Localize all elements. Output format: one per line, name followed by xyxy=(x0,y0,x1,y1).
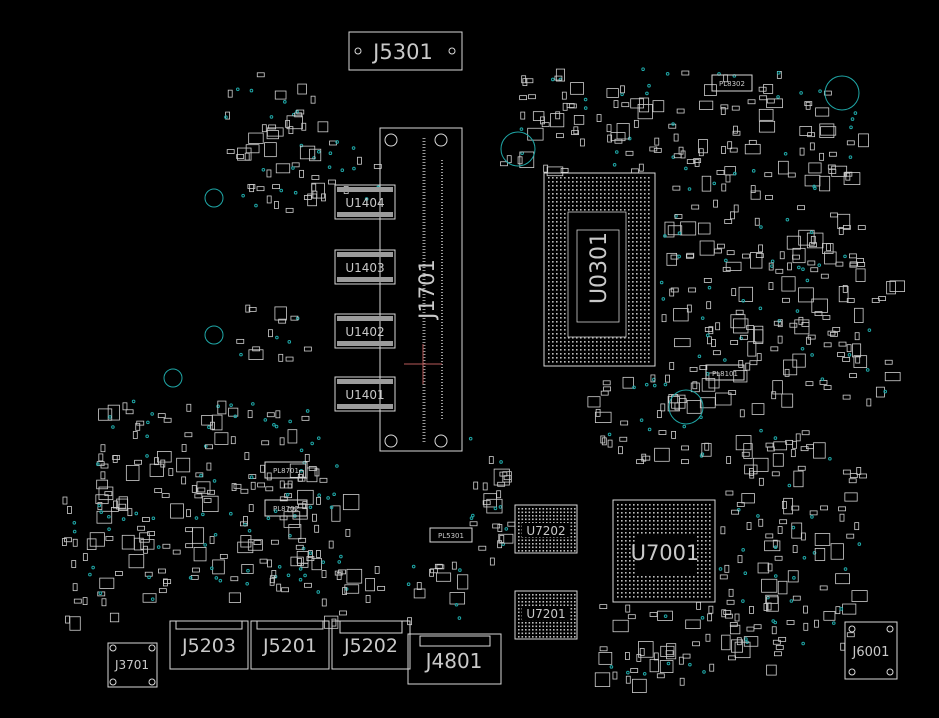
connector-j5301: J5301 xyxy=(348,31,463,71)
inductor-pl5301: PL5301 xyxy=(429,527,473,543)
label-u1404: U1404 xyxy=(345,196,384,210)
inductor-pl8101: PL8101 xyxy=(705,364,745,381)
label-j5202: J5202 xyxy=(343,635,398,657)
label-pl8702: PL8702 xyxy=(273,505,299,513)
component-scatter xyxy=(61,67,905,693)
chip-u1404: U1404 xyxy=(334,184,396,220)
label-u7201: U7201 xyxy=(526,607,565,621)
label-pl8302: PL8302 xyxy=(719,80,745,88)
chip-u7001: U7001 xyxy=(612,499,716,603)
label-j6001: J6001 xyxy=(852,645,890,660)
label-u7001: U7001 xyxy=(631,541,700,565)
label-u1402: U1402 xyxy=(345,325,384,339)
connector-j5203: J5203 xyxy=(169,620,249,670)
inductor-pl8702: PL8702 xyxy=(264,499,308,517)
label-u1401: U1401 xyxy=(345,388,384,402)
label-pl8701: PL8701 xyxy=(273,467,299,475)
connector-j6001: J6001 xyxy=(844,621,898,680)
inductor-pl8302: PL8302 xyxy=(711,74,753,92)
label-u0301: U0301 xyxy=(587,232,612,304)
label-pl8101: PL8101 xyxy=(712,370,738,378)
label-u1403: U1403 xyxy=(345,261,384,275)
chip-u1402: U1402 xyxy=(334,313,396,349)
label-j5301: J5301 xyxy=(371,40,433,64)
connector-j5201: J5201 xyxy=(250,620,330,670)
connector-j5202: J5202 xyxy=(331,620,411,670)
chip-u7202: U7202 xyxy=(514,504,578,554)
chip-u7201: U7201 xyxy=(514,590,578,640)
connector-j4801: J4801 xyxy=(407,633,502,685)
label-j4801: J4801 xyxy=(424,649,483,673)
label-j5203: J5203 xyxy=(181,635,236,657)
label-j5201: J5201 xyxy=(262,635,317,657)
chip-u0301: U0301 xyxy=(543,172,656,367)
chip-u1403: U1403 xyxy=(334,249,396,285)
label-pl5301: PL5301 xyxy=(438,532,464,540)
connector-j1701: J1701 xyxy=(379,127,463,452)
label-u7202: U7202 xyxy=(526,524,565,538)
label-j1701: J1701 xyxy=(415,259,439,321)
mounting-holes xyxy=(163,75,860,425)
connector-j3701: J3701 xyxy=(107,642,158,688)
chip-u1401: U1401 xyxy=(334,376,396,412)
inductor-pl8701: PL8701 xyxy=(264,461,308,479)
label-j3701: J3701 xyxy=(114,658,149,672)
